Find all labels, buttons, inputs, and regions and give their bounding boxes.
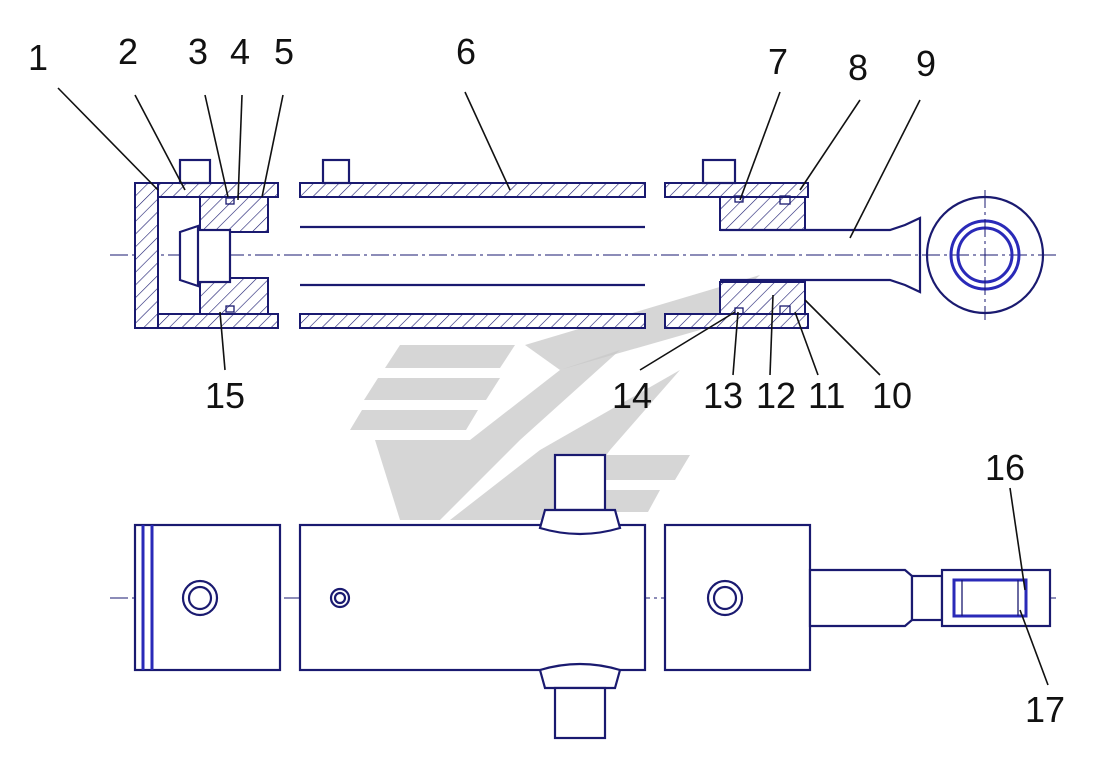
section-view (110, 158, 1060, 329)
callout-5: 5 (274, 31, 294, 72)
callout-10: 10 (872, 375, 912, 416)
callout-9: 9 (916, 43, 936, 84)
callout-16: 16 (985, 447, 1025, 488)
callout-14: 14 (612, 375, 652, 416)
leader-lines (57, 87, 1049, 686)
callout-1: 1 (28, 37, 48, 78)
callout-12: 12 (756, 375, 796, 416)
callout-labels: 1 2 3 4 5 6 7 8 9 10 11 12 13 14 15 16 1… (28, 31, 1065, 730)
callout-2: 2 (118, 31, 138, 72)
callout-11: 11 (808, 375, 845, 416)
exterior-view (110, 453, 1060, 740)
callout-6: 6 (456, 31, 476, 72)
callout-13: 13 (703, 375, 743, 416)
callout-3: 3 (188, 31, 208, 72)
callout-4: 4 (230, 31, 250, 72)
callout-8: 8 (848, 47, 868, 88)
callout-7: 7 (768, 41, 788, 82)
callout-15: 15 (205, 375, 245, 416)
callout-17: 17 (1025, 689, 1065, 730)
